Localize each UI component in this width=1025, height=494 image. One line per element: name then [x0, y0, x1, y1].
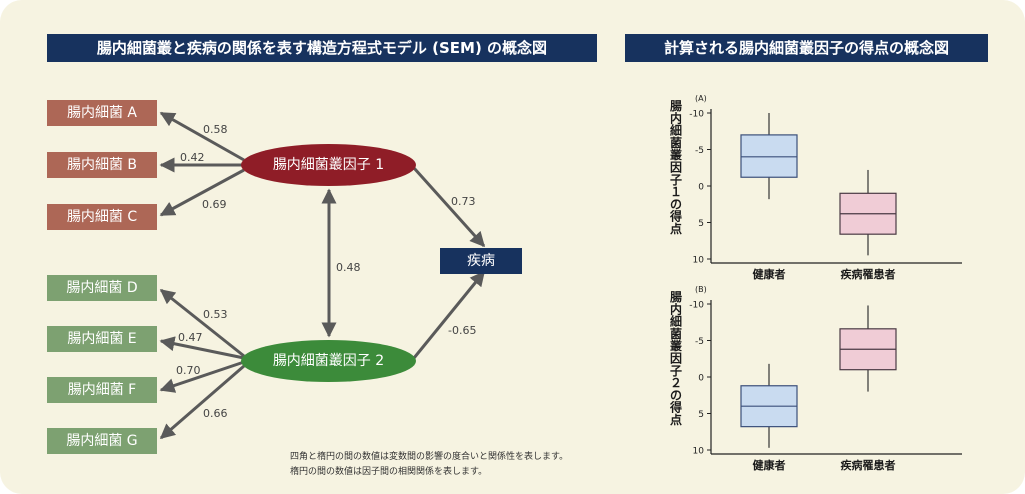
y-axis-label-char: 得: [669, 400, 682, 415]
panel-label: (B): [695, 285, 707, 294]
y-tick-label: -5: [695, 146, 704, 156]
x-category-label: 疾病罹患者: [841, 267, 896, 281]
correlation-value: 0.48: [336, 261, 361, 274]
y-axis-label-char: 子: [670, 364, 682, 378]
y-tick-label: 10: [693, 256, 705, 266]
y-tick-label: -10: [689, 301, 704, 311]
y-axis-label-char: 内: [670, 110, 682, 125]
y-axis-label-char: 菌: [670, 326, 682, 341]
coef-a: 0.58: [203, 123, 228, 136]
x-category-label: 疾病罹患者: [841, 458, 896, 472]
coef-b: 0.42: [180, 151, 205, 164]
y-axis-label-char: の: [670, 388, 682, 402]
y-tick-label: -10: [689, 110, 704, 120]
sem-diagram-title: 腸内細菌叢と疾病の関係を表す構造方程式モデル (SEM) の概念図: [47, 34, 597, 62]
y-tick-label: 0: [698, 183, 704, 193]
bacteria-box-f: 腸内細菌 F: [47, 377, 157, 403]
arrow-factor2-f: [159, 360, 245, 393]
coef-e: 0.47: [178, 331, 203, 344]
y-axis-label-char: 点: [670, 221, 682, 236]
y-tick-label: 0: [698, 374, 704, 384]
bacteria-box-d: 腸内細菌 D: [47, 275, 157, 301]
box: [740, 134, 798, 178]
y-axis-label-char: 内: [670, 301, 682, 316]
y-axis-label-char: 得: [669, 209, 682, 224]
arrow-factor2-d: [159, 288, 245, 358]
bacteria-box-a: 腸内細菌 A: [47, 100, 157, 126]
bacteria-box-c: 腸内細菌 C: [47, 204, 157, 230]
factor2-ellipse: 腸内細菌叢因子 2: [241, 340, 416, 382]
bacteria-box-b: 腸内細菌 B: [47, 152, 157, 178]
y-tick-label: 5: [698, 219, 704, 229]
coef-g: 0.66: [203, 407, 228, 420]
y-axis-label-char: 叢: [670, 147, 682, 162]
y-tick-label: 10: [693, 447, 705, 457]
y-axis-label-char: 子: [670, 173, 682, 187]
factor-score-title: 計算される腸内細菌叢因子の得点の概念図: [625, 34, 988, 62]
y-axis-label-char: 細: [670, 314, 682, 329]
y-axis-label-char: 因: [670, 351, 682, 366]
x-category-label: 健康者: [753, 458, 786, 472]
bacteria-box-g: 腸内細菌 G: [47, 428, 157, 454]
x-category-label: 健康者: [753, 267, 786, 281]
y-axis-label-char: 腸: [670, 290, 682, 304]
y-axis-label-char: 叢: [670, 338, 682, 353]
arrow-factor1-a: [159, 111, 245, 162]
y-axis-label-char: 細: [670, 123, 682, 138]
arrow-factor2-disease: [412, 270, 486, 359]
y-axis-label-char: の: [670, 197, 682, 211]
coef-c: 0.69: [202, 198, 227, 211]
arrow-factor1-c: [159, 168, 245, 217]
y-axis-label-char: １: [670, 185, 682, 199]
y-tick-label: -5: [695, 337, 704, 347]
note-line-1: 四角と楕円の間の数値は変数間の影響の度合いと関係性を表します。: [290, 452, 569, 462]
panel-label: (A): [695, 94, 707, 103]
y-axis-label-char: 菌: [670, 135, 682, 150]
note-line-2: 楕円の間の数値は因子間の相関関係を表します。: [290, 467, 488, 477]
y-axis-label-char: 点: [670, 412, 682, 427]
coef-d: 0.53: [203, 308, 228, 321]
arrow-factor1-disease: [412, 166, 486, 248]
disease-box: 疾病: [440, 248, 522, 274]
y-axis-label-char: ２: [670, 376, 682, 390]
coef-factor2-disease: -0.65: [448, 324, 477, 337]
arrow-factor2-g: [159, 364, 245, 440]
y-tick-label: 5: [698, 410, 704, 420]
y-axis-label-char: 腸: [670, 99, 682, 113]
factor1-ellipse: 腸内細菌叢因子 1: [241, 144, 416, 186]
coef-f: 0.70: [176, 364, 201, 377]
bacteria-box-e: 腸内細菌 E: [47, 326, 157, 352]
coef-factor1-disease: 0.73: [451, 195, 476, 208]
y-axis-label-char: 因: [670, 160, 682, 175]
arrow-factor2-e: [159, 336, 245, 360]
